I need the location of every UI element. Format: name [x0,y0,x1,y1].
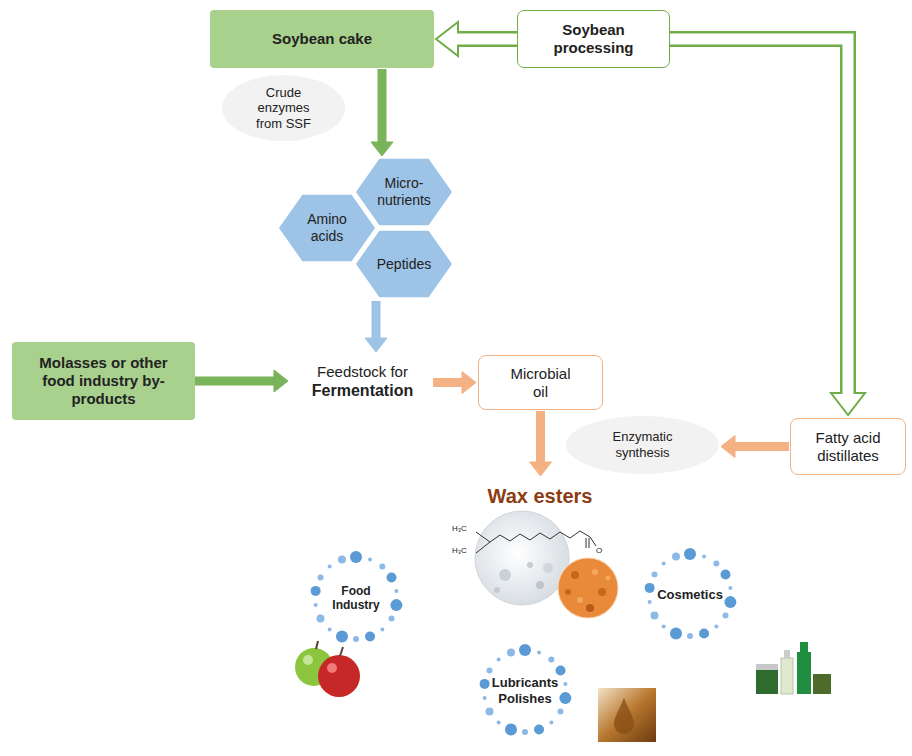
process-box: Microbial oil [478,355,603,410]
block-arrow [195,370,288,392]
dotted-circle: Lubricants Polishes [477,643,573,739]
block-arrow [721,436,789,458]
ellipse-node: Enzymatic synthesis [565,415,720,475]
edge-label: Crude enzymes from SSF [249,85,319,132]
block-arrow [365,301,387,352]
node-text: Soybean cake [272,30,372,48]
node-text: Feedstock for [317,363,408,381]
node-text: Microbial oil [507,365,574,401]
node-text: Fermentation [312,381,413,400]
oil-picture [598,688,656,742]
edge-label-ellipse: Crude enzymes from SSF [222,75,345,141]
chem-label: O [596,546,602,556]
hollow-block-arrow [436,22,517,56]
wax-powder-photo [475,511,569,605]
dotted-circle: Food Industry [308,550,404,646]
hexagon: Peptides [354,229,454,299]
wax-granules-photo [558,558,618,618]
dotted-circle: Cosmetics [642,547,738,643]
block-arrow [371,69,393,156]
node-text: Soybean processing [532,21,655,57]
hollow-block-arrow [670,39,865,415]
node-text: Micro-nutrients [368,175,440,209]
node-text: Wax esters [488,484,593,508]
node-text: Amino acids [291,211,363,245]
chem-label: H₃C [452,546,467,556]
node-text: Molasses or other food industry by-produ… [30,354,177,408]
process-box: Fatty acid distillates [790,418,906,475]
node-text: Enzymatic synthesis [598,429,688,460]
node-text: Cosmetics [657,587,723,603]
block-arrow [530,411,552,476]
node-text: Food Industry [326,584,386,613]
hexagon: Micro-nutrients [354,157,454,227]
cosmetics-picture [756,642,831,694]
node-text: Fatty acid distillates [805,429,891,465]
node-text: Lubricants Polishes [485,675,565,706]
process-box: Molasses or other food industry by-produ… [12,342,195,420]
product-title: Wax esters [470,478,610,514]
node-text: Peptides [377,256,431,273]
plain-text-node: Feedstock forFermentation [290,356,435,408]
chem-label: H₃C [452,524,467,534]
apples-picture [295,641,360,697]
chemical-structure [476,531,596,553]
block-arrow [433,372,476,394]
process-box: Soybean processing [517,10,670,68]
process-box: Soybean cake [210,10,434,68]
hexagon: Amino acids [277,193,377,263]
